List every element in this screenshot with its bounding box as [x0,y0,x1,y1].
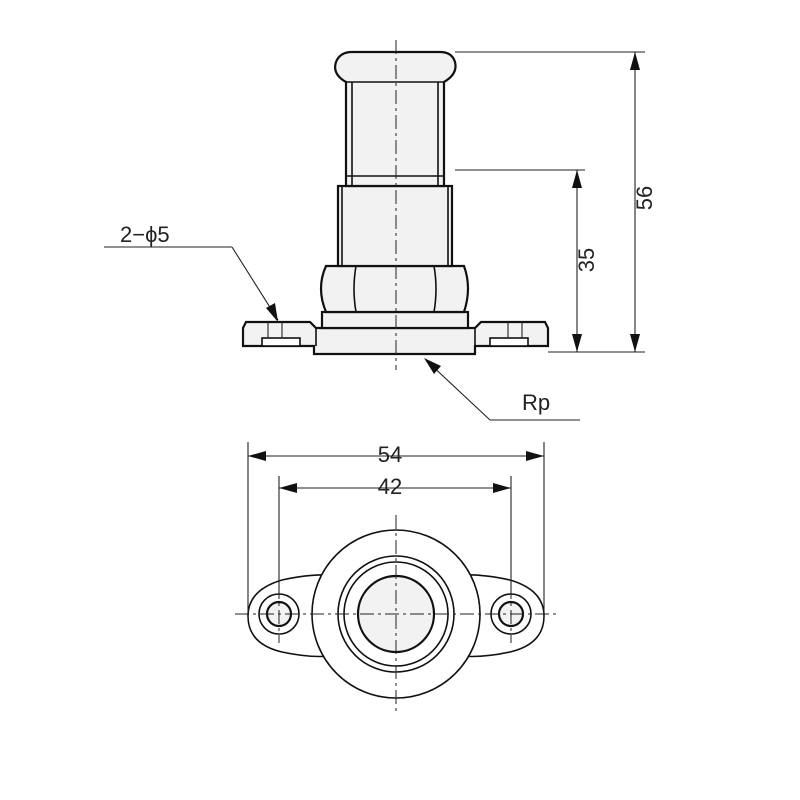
horizontal-dimensions: 54 42 [247,442,545,614]
side-view [241,40,550,370]
leader-thread: Rp [424,358,580,421]
body [336,184,454,268]
hex-nut [319,264,470,314]
vertical-dimensions: 56 35 [455,51,657,353]
pipe-socket [334,50,457,188]
leader-holes: 2−ϕ5 [104,222,279,322]
dimension-flange-width: 54 [378,442,402,467]
washer [320,310,470,330]
label-thread: Rp [522,390,550,415]
label-holes: 2−ϕ5 [120,222,170,247]
dimension-height-to-nut: 35 [574,248,599,272]
hole-right-side [489,337,529,347]
hole-left-side [261,337,301,347]
dimension-hole-pitch: 42 [378,474,402,499]
top-view [235,515,560,712]
flange-plate-side [241,320,550,356]
dimension-total-height: 56 [632,186,657,210]
